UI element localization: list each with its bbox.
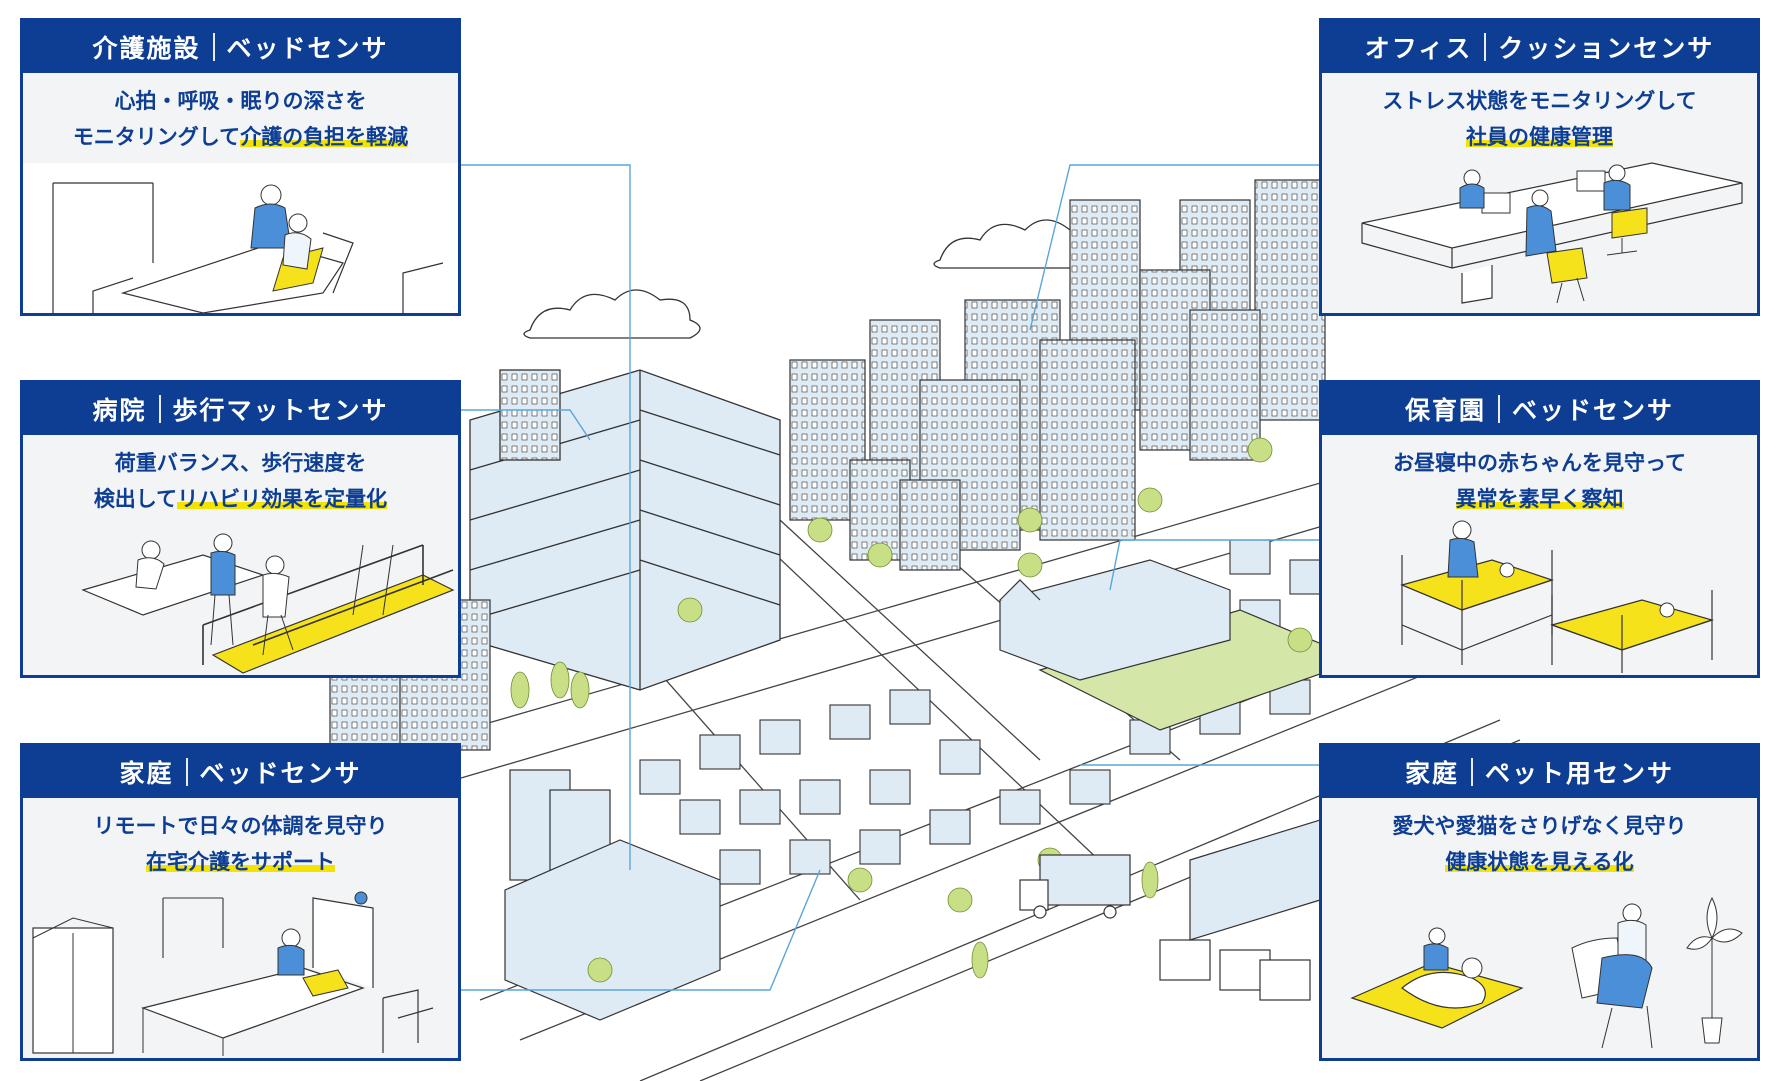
hospital-building xyxy=(469,369,781,691)
office-illustration xyxy=(1361,162,1743,304)
hospital-illustration xyxy=(81,533,455,674)
card-header: 家庭 ベッドセンサ xyxy=(23,746,458,798)
description-line-1: 荷重バランス、歩行速度を xyxy=(114,451,367,475)
header-separator xyxy=(1471,758,1473,786)
description-line-1: ストレス状態をモニタリングして xyxy=(1382,89,1697,113)
description-line-1: リモートで日々の体調を見守り xyxy=(93,814,388,838)
card-sensor: ペット用センサ xyxy=(1485,759,1675,788)
lowrise-left xyxy=(329,599,721,1021)
card-header: オフィス クッションセンサ xyxy=(1322,21,1757,73)
header-separator xyxy=(158,395,161,423)
card-description: 心拍・呼吸・眠りの深さを モニタリングして介護の負担を軽減 xyxy=(23,73,458,155)
card-place: 介護施設 xyxy=(92,34,201,63)
card-place: 保育園 xyxy=(1404,396,1486,425)
description-highlight: 健康状態を見える化 xyxy=(1445,850,1634,874)
description-highlight: 社員の健康管理 xyxy=(1466,125,1613,149)
description-line-2: 社員の健康管理 xyxy=(1330,119,1749,155)
home-bed-illustration xyxy=(32,891,434,1056)
trees xyxy=(510,437,1313,983)
card-sensor: ベッドセンサ xyxy=(226,34,389,63)
description-highlight: 介護の負担を軽減 xyxy=(240,125,409,149)
description-plain: 検出して xyxy=(93,487,178,511)
card-office: オフィス クッションセンサ ストレス状態をモニタリングして 社員の健康管理 xyxy=(1319,18,1760,316)
card-home-bed: 家庭 ベッドセンサ リモートで日々の体調を見守り 在宅介護をサポート xyxy=(20,743,461,1061)
header-separator xyxy=(185,758,188,786)
card-place: 家庭 xyxy=(119,759,174,788)
home-pet-illustration xyxy=(1350,896,1743,1049)
card-nursery: 保育園 ベッドセンサ お昼寝中の赤ちゃんを見守って 異常を素早く察知 xyxy=(1319,380,1760,678)
description-highlight: 異常を素早く察知 xyxy=(1455,487,1624,511)
description-plain: モニタリングして xyxy=(72,125,241,149)
header-separator xyxy=(1498,395,1500,423)
description-line-2: 在宅介護をサポート xyxy=(31,844,450,880)
card-header: 病院 歩行マットセンサ xyxy=(23,383,458,435)
skyscrapers xyxy=(789,179,1326,571)
card-place: 家庭 xyxy=(1404,759,1459,788)
card-description: 愛犬や愛猫をさりげなく見守り 健康状態を見える化 xyxy=(1322,798,1757,880)
card-description: 荷重バランス、歩行速度を 検出してリハビリ効果を定量化 xyxy=(23,435,458,517)
card-sensor: 歩行マットセンサ xyxy=(172,396,389,425)
trucks xyxy=(1019,819,1321,1001)
card-header: 家庭 ペット用センサ xyxy=(1322,746,1757,798)
card-place: オフィス xyxy=(1364,34,1473,63)
description-line-1: お昼寝中の赤ちゃんを見守って xyxy=(1393,451,1686,475)
card-description: お昼寝中の赤ちゃんを見守って 異常を素早く察知 xyxy=(1322,435,1757,517)
description-highlight: 在宅介護をサポート xyxy=(146,850,335,874)
card-description: リモートで日々の体調を見守り 在宅介護をサポート xyxy=(23,798,458,880)
card-description: ストレス状態をモニタリングして 社員の健康管理 xyxy=(1322,73,1757,155)
connector-lines xyxy=(461,164,1319,991)
card-sensor: クッションセンサ xyxy=(1498,34,1715,63)
description-line-1: 心拍・呼吸・眠りの深さを xyxy=(114,89,367,113)
clouds xyxy=(523,219,1111,339)
description-line-2: 検出してリハビリ効果を定量化 xyxy=(31,481,450,517)
card-hospital: 病院 歩行マットセンサ 荷重バランス、歩行速度を 検出してリハビリ効果を定量化 xyxy=(20,380,461,678)
card-place: 病院 xyxy=(92,396,147,425)
description-line-2: 異常を素早く察知 xyxy=(1330,481,1749,517)
description-line-2: 健康状態を見える化 xyxy=(1330,844,1749,880)
header-separator xyxy=(1484,33,1487,61)
card-sensor: ベッドセンサ xyxy=(1512,396,1675,425)
card-header: 介護施設 ベッドセンサ xyxy=(23,21,458,73)
nursery-building xyxy=(999,559,1362,731)
care-facility-illustration xyxy=(23,163,458,313)
card-home-pet: 家庭 ペット用センサ 愛犬や愛猫をさりげなく見守り 健康状態を見える化 xyxy=(1319,743,1760,1061)
description-line-2: モニタリングして介護の負担を軽減 xyxy=(31,119,450,155)
nursery-illustration xyxy=(1400,520,1715,673)
description-line-1: 愛犬や愛猫をさりげなく見守り xyxy=(1392,814,1687,838)
card-care-facility: 介護施設 ベッドセンサ 心拍・呼吸・眠りの深さを モニタリングして介護の負担を軽… xyxy=(20,18,461,316)
description-highlight: リハビリ効果を定量化 xyxy=(177,487,388,511)
header-separator xyxy=(212,33,215,61)
card-sensor: ベッドセンサ xyxy=(199,759,362,788)
houses xyxy=(639,539,1331,885)
card-header: 保育園 ベッドセンサ xyxy=(1322,383,1757,435)
